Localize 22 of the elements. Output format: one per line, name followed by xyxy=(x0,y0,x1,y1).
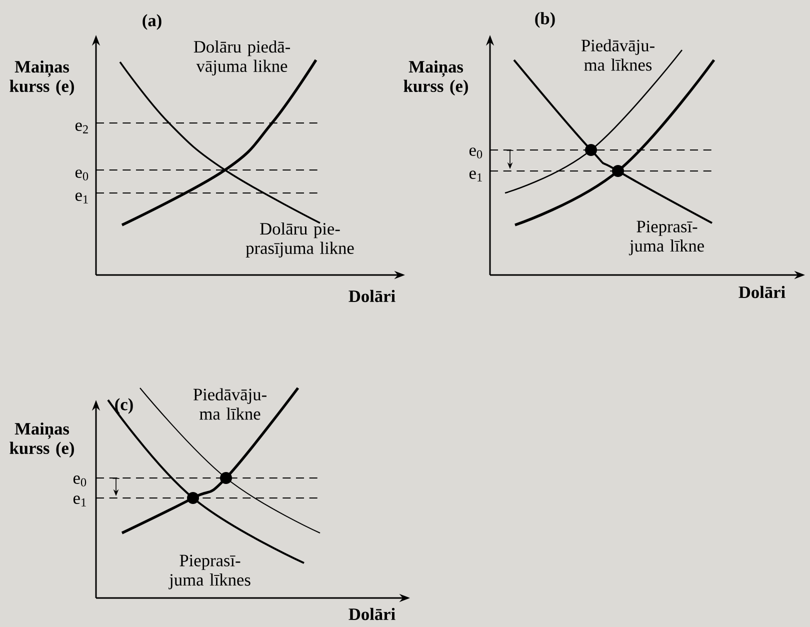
axis-title: Maiņas kurss (e) xyxy=(10,422,74,458)
curve-label: Dolāru piedā- vājuma likne xyxy=(194,40,290,76)
panel-label: (a) xyxy=(142,14,162,30)
curve-label: Piedāvāju- ma līkne xyxy=(193,388,266,420)
curve-label: Dolāru pie- prasījuma likne xyxy=(246,222,354,258)
tick-label: e$_{0}$ xyxy=(75,170,88,180)
tick-label: e$_{0}$ xyxy=(469,148,482,158)
tick-label: e$_{1}$ xyxy=(73,496,86,506)
axis-title: Maiņas kurss (e) xyxy=(404,60,468,96)
panel-label: (b) xyxy=(535,12,555,28)
axis-label: Dolāri xyxy=(348,608,396,620)
axis-title: Maiņas kurss (e) xyxy=(10,60,74,96)
curve-label: Piedāvāju- ma līknes xyxy=(581,39,654,71)
axis-label: Dolāri xyxy=(348,290,396,302)
tick-label: e$_{1}$ xyxy=(469,170,482,182)
curve-label: Pieprasī- juma līknes xyxy=(168,554,250,590)
tick-label: e$_{2}$ xyxy=(75,122,88,134)
tick-label: e$_{0}$ xyxy=(73,476,86,486)
tick-label: e$_{1}$ xyxy=(75,192,88,204)
axis-label: Dolāri xyxy=(738,286,786,298)
curve-label: Pieprasī- juma līkne xyxy=(628,220,704,256)
panel-label: (c) xyxy=(115,398,133,414)
